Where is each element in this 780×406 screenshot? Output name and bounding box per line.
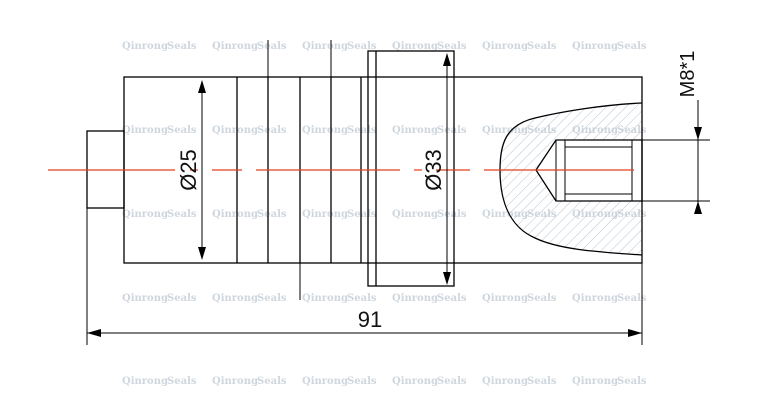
- diameter-25-dimension: Ø25: [176, 80, 206, 260]
- watermark-text: Seals: [347, 209, 377, 220]
- watermark-text: Qinrong: [392, 125, 438, 136]
- watermark-text: Seals: [527, 376, 557, 387]
- watermark-text: Seals: [437, 209, 467, 220]
- watermark-text: Seals: [617, 293, 647, 304]
- watermark-text: Seals: [257, 125, 287, 136]
- dim-thread-m8: M8*1: [677, 51, 699, 98]
- watermark-text: Qinrong: [572, 41, 618, 52]
- watermark-text: Qinrong: [482, 293, 528, 304]
- watermark-text: Seals: [257, 41, 287, 52]
- watermark-text: Qinrong: [392, 209, 438, 220]
- watermark-text: Qinrong: [302, 376, 348, 387]
- watermark-text: Seals: [257, 376, 287, 387]
- watermark-text: Qinrong: [392, 41, 438, 52]
- watermark-text: Seals: [437, 41, 467, 52]
- watermark-text: Seals: [167, 293, 197, 304]
- watermark-text: Qinrong: [122, 293, 168, 304]
- watermark-text: Seals: [617, 41, 647, 52]
- watermark-text: Qinrong: [302, 293, 348, 304]
- watermark-text: Qinrong: [212, 125, 258, 136]
- watermark-text: Seals: [167, 376, 197, 387]
- watermark-text: Seals: [167, 125, 197, 136]
- thread-dimension: M8*1: [677, 51, 702, 214]
- watermark-text: Qinrong: [482, 209, 528, 220]
- watermark-text: Seals: [437, 376, 467, 387]
- watermark-text: Seals: [347, 125, 377, 136]
- watermark-text: Qinrong: [122, 125, 168, 136]
- watermark-text: Qinrong: [572, 376, 618, 387]
- watermark-text: Qinrong: [212, 376, 258, 387]
- watermark-text: Qinrong: [392, 376, 438, 387]
- dim-overall-length: 91: [358, 307, 382, 332]
- watermark-text: Qinrong: [572, 293, 618, 304]
- dim-diameter-25: Ø25: [176, 149, 201, 191]
- watermark-text: Qinrong: [302, 41, 348, 52]
- extension-lines: [86, 40, 710, 345]
- watermark-text: Seals: [167, 41, 197, 52]
- watermark-text: Seals: [257, 293, 287, 304]
- watermark-text: Qinrong: [212, 41, 258, 52]
- watermark-text: Seals: [347, 293, 377, 304]
- watermark-text: Seals: [617, 376, 647, 387]
- watermark-text: Qinrong: [392, 293, 438, 304]
- watermark-text: Seals: [437, 125, 467, 136]
- watermark-text: Seals: [437, 293, 467, 304]
- watermark-text: Seals: [527, 41, 557, 52]
- thread-section: [499, 102, 643, 256]
- watermark-text: Seals: [167, 209, 197, 220]
- watermark-text: Qinrong: [122, 209, 168, 220]
- diameter-33-dimension: Ø33: [421, 53, 451, 285]
- dim-diameter-33: Ø33: [421, 149, 446, 191]
- watermark-text: Qinrong: [212, 293, 258, 304]
- watermark-text: Seals: [347, 41, 377, 52]
- watermark-text: Qinrong: [122, 41, 168, 52]
- watermark-text: Qinrong: [122, 376, 168, 387]
- watermark-text: Seals: [257, 209, 287, 220]
- overall-length-dimension: 91: [87, 307, 642, 337]
- watermark-text: Seals: [527, 293, 557, 304]
- watermark-text: Qinrong: [302, 209, 348, 220]
- watermark-text: Qinrong: [302, 125, 348, 136]
- watermark-text: Seals: [347, 376, 377, 387]
- watermark-text: Qinrong: [212, 209, 258, 220]
- watermark-text: Qinrong: [482, 41, 528, 52]
- flange: [367, 50, 455, 287]
- watermark-text: Qinrong: [482, 125, 528, 136]
- watermark-text: Qinrong: [482, 376, 528, 387]
